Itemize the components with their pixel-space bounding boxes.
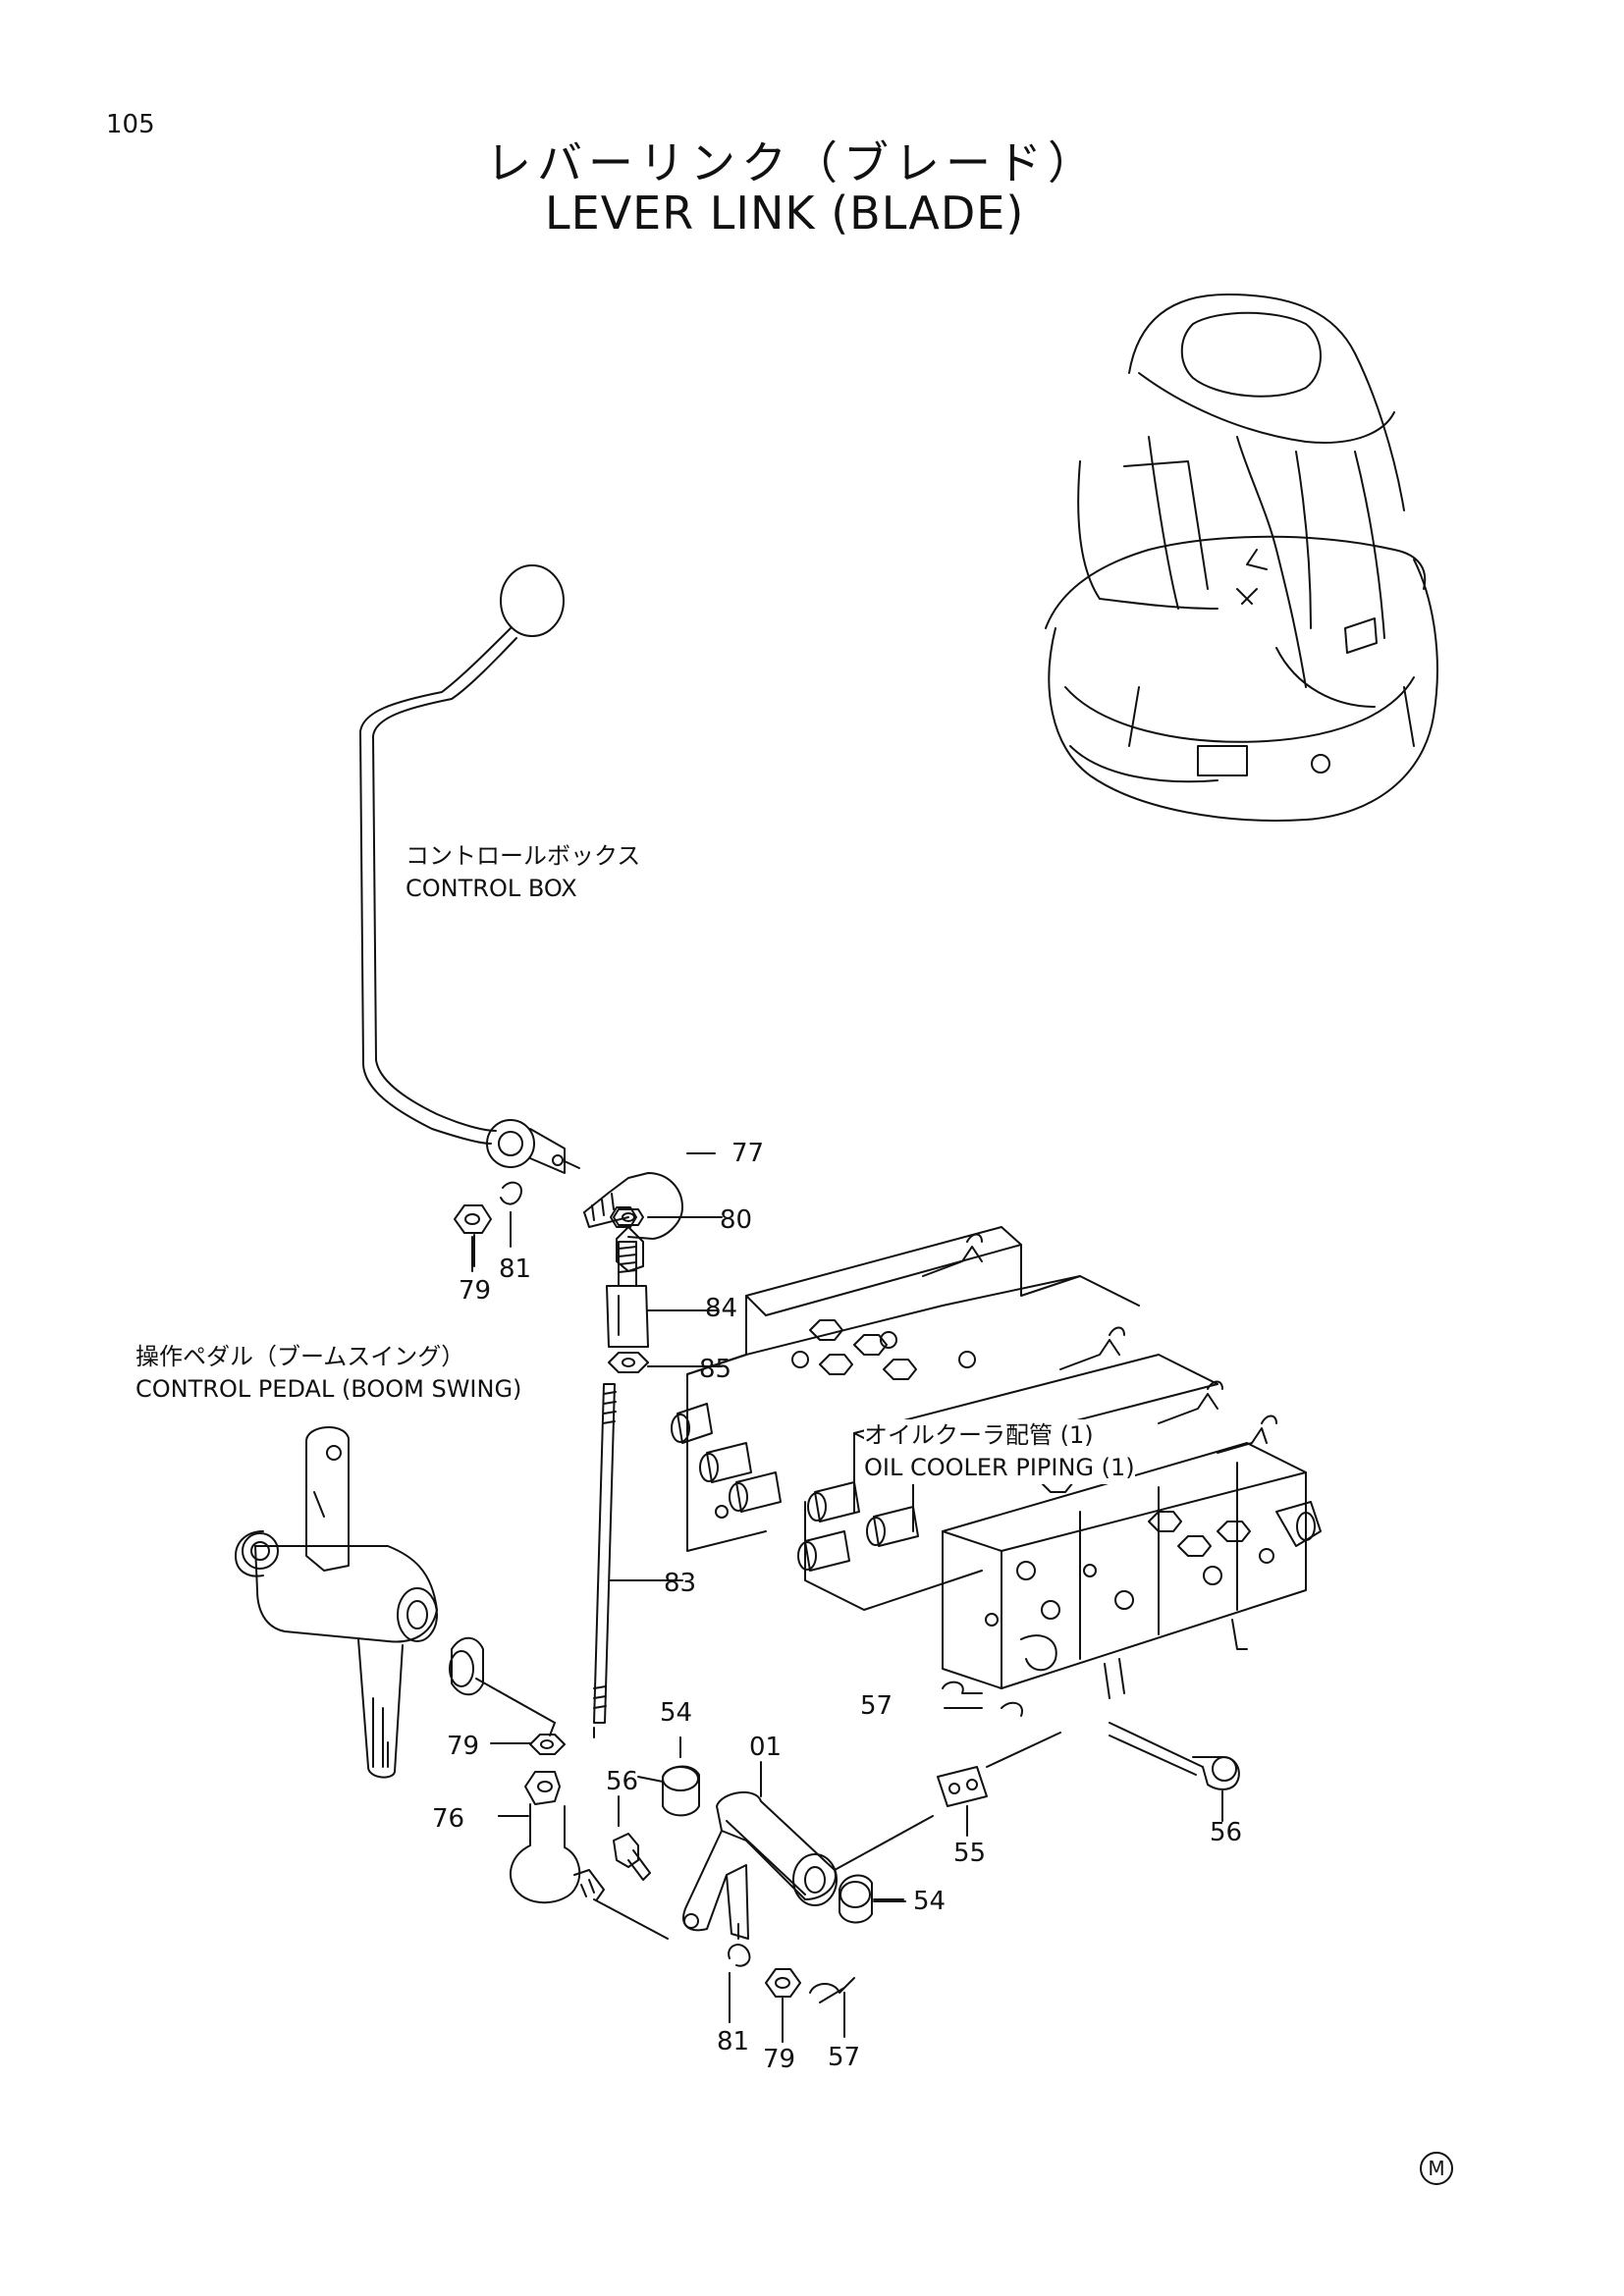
callout-84: 84 <box>705 1294 738 1323</box>
lower-linkage-illustration <box>499 1682 1239 2042</box>
title-japanese: レバーリンク（ブレード） <box>486 136 1099 189</box>
label-control-pedal-en: CONTROL PEDAL (BOOM SWING) <box>135 1375 522 1403</box>
callout-76: 76 <box>432 1804 465 1834</box>
callout-01: 01 <box>749 1733 783 1762</box>
callout-85: 85 <box>699 1355 732 1384</box>
callout-79-lower: 79 <box>763 2045 796 2074</box>
excavator-overview-illustration <box>1046 294 1437 821</box>
callout-80: 80 <box>720 1205 753 1235</box>
label-control-pedal: 操作ペダル（ブームスイング） CONTROL PEDAL (BOOM SWING… <box>135 1341 521 1406</box>
callout-56-left: 56 <box>606 1767 639 1796</box>
callout-77: 77 <box>731 1139 765 1168</box>
callout-55: 55 <box>953 1839 987 1868</box>
label-control-box-en: CONTROL BOX <box>406 875 577 902</box>
callout-56-right: 56 <box>1210 1818 1243 1847</box>
label-oil-cooler-jp: オイルクーラ配管 (1) <box>864 1421 1094 1449</box>
corner-mark: M <box>1420 2152 1453 2185</box>
callout-54-right: 54 <box>913 1887 947 1916</box>
callout-79-upper: 79 <box>459 1276 492 1306</box>
label-control-box: コントロールボックス CONTROL BOX <box>406 840 640 905</box>
callout-83: 83 <box>664 1569 697 1598</box>
callout-54-upper: 54 <box>660 1698 693 1728</box>
control-pedal-illustration <box>236 1427 555 1778</box>
valve-ports <box>716 1332 1273 1626</box>
callout-57-lower: 57 <box>828 2043 861 2072</box>
control-valve-illustration <box>672 1227 1321 1698</box>
label-oil-cooler-en: OIL COOLER PIPING (1) <box>864 1454 1135 1481</box>
title-english: LEVER LINK (BLADE) <box>545 187 1025 240</box>
control-lever-illustration <box>360 565 579 1173</box>
callout-57-right: 57 <box>860 1691 893 1721</box>
callout-81-lower: 81 <box>717 2027 750 2056</box>
callout-81-upper: 81 <box>499 1255 532 1284</box>
label-control-pedal-jp: 操作ペダル（ブームスイング） <box>135 1343 465 1370</box>
callout-79-middle: 79 <box>447 1732 480 1761</box>
label-control-box-jp: コントロールボックス <box>406 842 641 870</box>
page-number: 105 <box>106 110 155 139</box>
callout-leader-lines <box>472 1153 1222 2042</box>
label-oil-cooler-piping: オイルクーラ配管 (1) OIL COOLER PIPING (1) <box>864 1419 1135 1484</box>
